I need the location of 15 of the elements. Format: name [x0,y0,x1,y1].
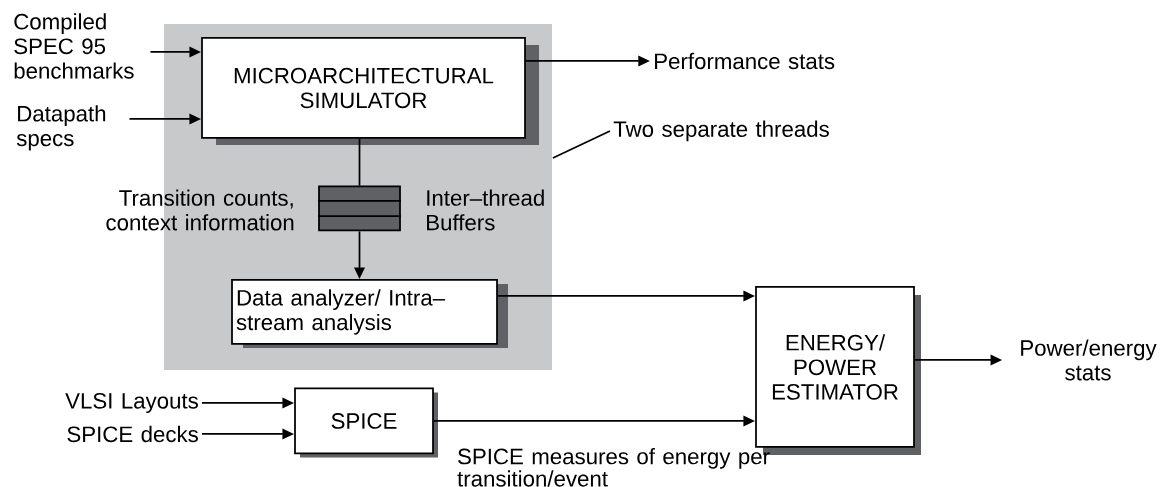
leader-line [552,130,611,159]
text-label: Power/energy stats [1021,339,1157,381]
buffer-stack [317,185,402,232]
spice-box: SPICE [294,387,438,458]
connector-line [358,138,361,187]
text-label: Datapath specs [16,105,106,151]
buffer-label: Inter–thread Buffers [427,189,544,231]
simulator-box: MICROARCHITECTURAL SIMULATOR [201,37,539,145]
buffer-label: Transition counts, context information [106,189,294,231]
text-label: Compiled SPEC 95 benchmarks [14,13,134,79]
text-label: VLSI Layouts [65,392,198,414]
text-label: SPICE decks [67,425,198,443]
text-label: Two separate threads [613,120,829,142]
analyzer-box: Data analyzer/ Intra–stream analysis [231,279,508,348]
text-label: Performance stats [655,52,835,70]
